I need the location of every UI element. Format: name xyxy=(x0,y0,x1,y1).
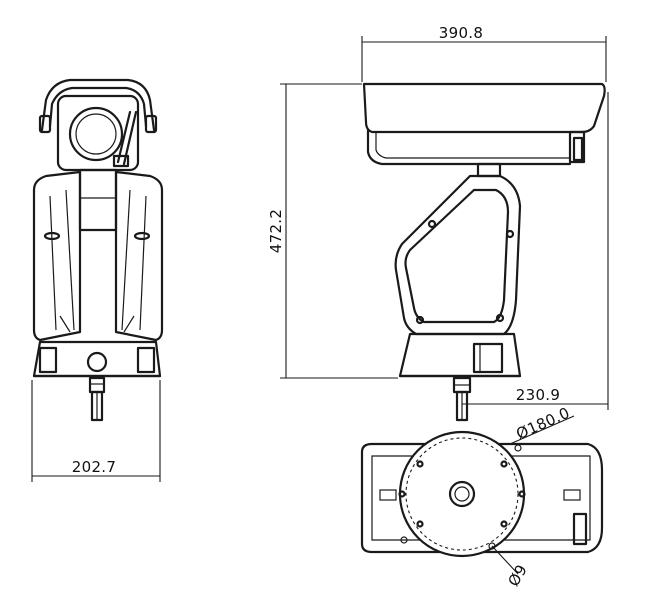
dimension-hole-diameter: Ø9 xyxy=(504,561,531,589)
dimension-depth: 230.9 xyxy=(516,386,560,404)
dimension-lines xyxy=(31,36,609,575)
dimension-top-width: 390.8 xyxy=(439,24,483,42)
dimension-front-width: 202.7 xyxy=(72,458,116,476)
dimension-height: 472.2 xyxy=(267,209,285,253)
dimension-base-diameter: Ø180.0 xyxy=(513,404,572,443)
side-view xyxy=(362,82,606,422)
top-view xyxy=(360,430,604,558)
front-view xyxy=(32,78,164,422)
